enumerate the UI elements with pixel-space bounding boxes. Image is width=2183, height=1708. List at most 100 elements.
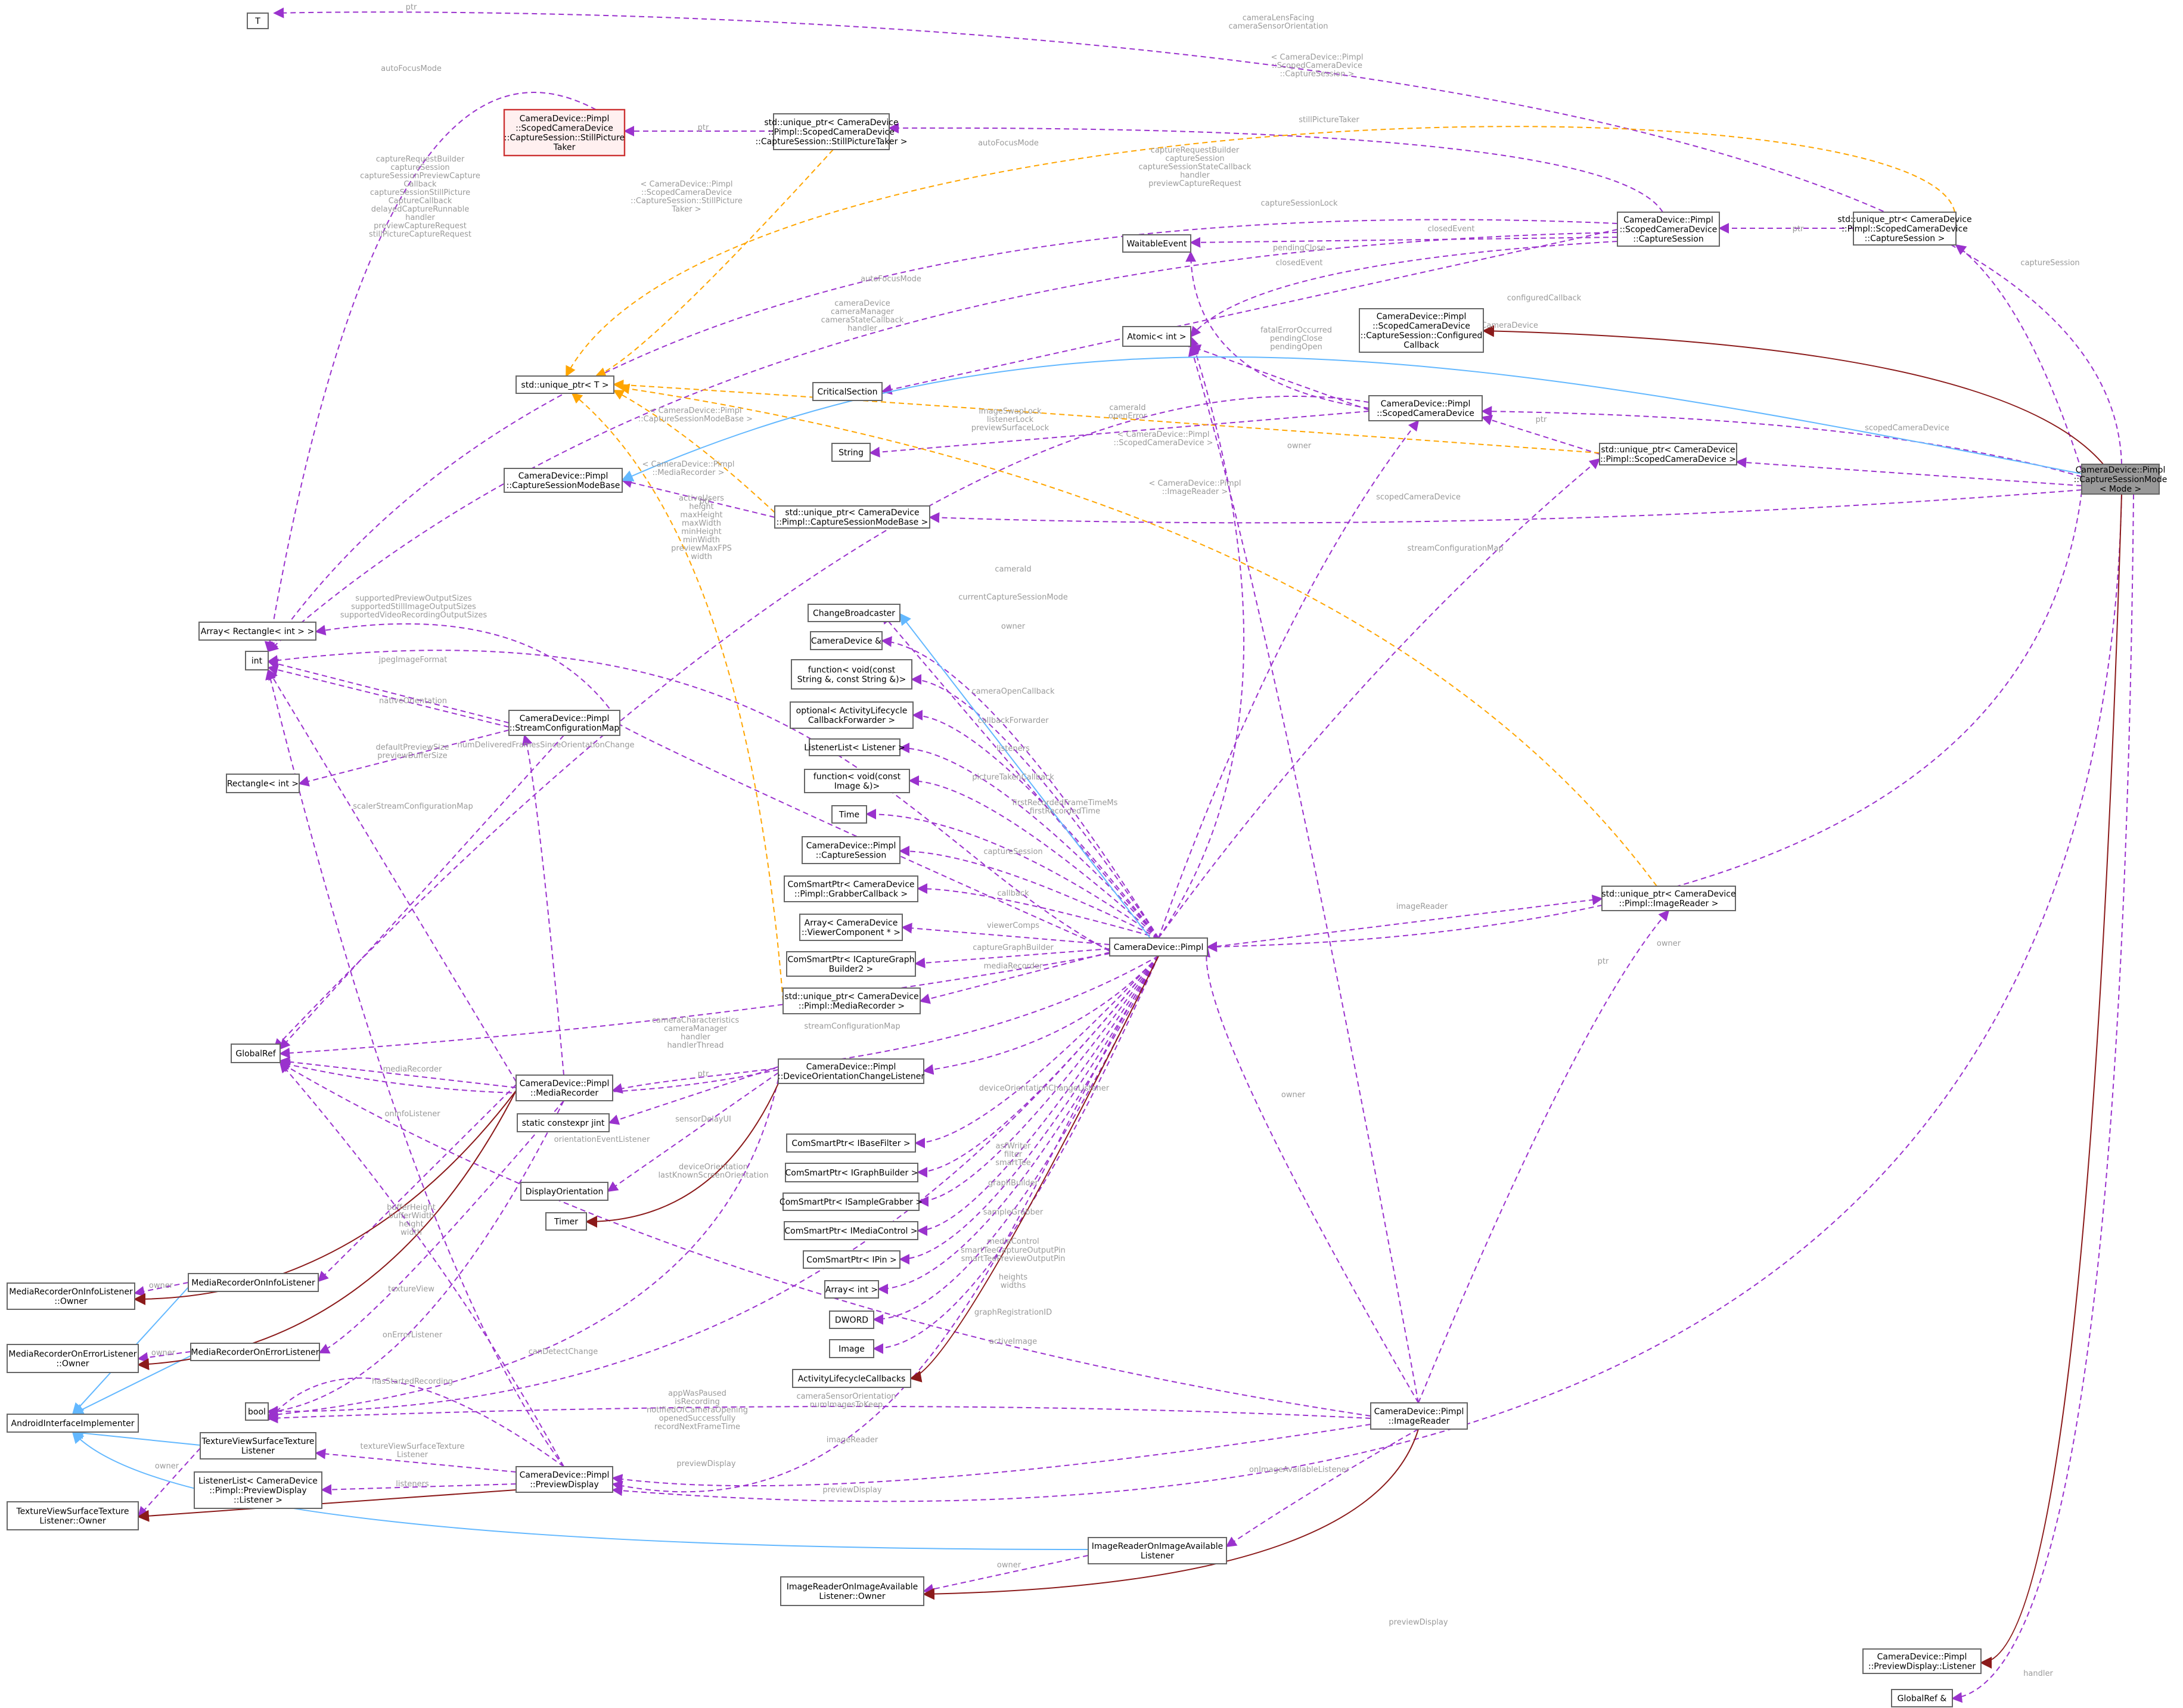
class-node[interactable]: std::unique_ptr< CameraDevice::Pimpl::Ca… [774,505,930,529]
edge-label-line: Taker > [671,205,701,214]
class-node[interactable]: ComSmartPtr< IMediaControl > [784,1221,918,1240]
class-node[interactable]: T [247,13,269,29]
class-node[interactable]: ComSmartPtr< IGraphBuilder > [785,1163,918,1182]
node-box [790,701,914,729]
class-node[interactable]: MediaRecorderOnInfoListener::Owner [7,1282,135,1310]
class-node[interactable]: Time [831,805,867,824]
node-label-line: ::Pimpl::CaptureSessionModeBase > [777,518,929,527]
edge-label-line: activeImage [989,1337,1037,1346]
class-node[interactable]: std::unique_ptr< CameraDevice::Pimpl::Me… [782,987,921,1014]
class-node[interactable]: int [245,651,269,670]
node-label-line: ComSmartPtr< IBaseFilter > [791,1139,910,1148]
edge-line [877,955,1159,1294]
node-label-line: ::Listener > [234,1496,282,1505]
class-node[interactable]: DisplayOrientation [520,1182,608,1201]
class-node[interactable]: CameraDevice::Pimpl::ScopedCameraDevice:… [1359,308,1484,353]
edge-label: listeners [996,744,1030,753]
class-node[interactable]: std::unique_ptr< CameraDevice::Pimpl::Im… [1601,886,1736,911]
edge-line [1158,458,1601,939]
node-label-line: Listener [1141,1551,1175,1561]
class-node[interactable]: CameraDevice::Pimpl::PreviewDisplay [516,1466,613,1493]
class-node[interactable]: Array< int > [824,1280,879,1299]
class-node[interactable]: Image [829,1339,874,1358]
class-node[interactable]: Array< CameraDevice::ViewerComponent * > [799,914,903,941]
node-label: DWORD [835,1316,868,1325]
class-node[interactable]: CameraDevice::Pimpl::ScopedCameraDevice:… [1617,212,1720,247]
class-node[interactable]: ComSmartPtr< CameraDevice::Pimpl::Grabbe… [784,875,918,902]
edge-label-line: activeUsers [679,494,724,503]
class-node[interactable]: MediaRecorderOnErrorListener::Owner [7,1344,139,1373]
class-node[interactable]: CameraDevice & [810,631,883,650]
edge-label-line: fatalErrorOccurred [1260,326,1332,335]
edge-label-line: stillPictureCaptureRequest [369,230,471,239]
node-box [516,1466,613,1493]
class-node[interactable]: std::unique_ptr< CameraDevice::Pimpl::Sc… [1837,212,1972,246]
class-node[interactable]: GlobalRef [231,1044,281,1063]
class-node[interactable]: String [831,443,871,462]
node-box [792,1369,911,1388]
class-node[interactable]: std::unique_ptr< CameraDevice::Pimpl::Sc… [1599,443,1737,465]
class-node[interactable]: AndroidInterfaceImplementer [7,1414,139,1433]
class-node[interactable]: MediaRecorderOnInfoListener [188,1273,319,1292]
class-node[interactable]: ActivityLifecycleCallbacks [792,1369,911,1388]
class-node[interactable]: WaitableEvent [1122,234,1191,253]
class-node[interactable]: ComSmartPtr< IPin > [803,1250,900,1269]
edge-purple-51 [1207,895,1603,948]
class-node[interactable]: CameraDevice::Pimpl::CaptureSession [802,836,900,864]
class-node[interactable]: Rectangle< int > [226,774,300,793]
edge-line [571,392,784,1002]
class-node[interactable]: MediaRecorderOnErrorListener [190,1343,320,1361]
class-node[interactable]: ListenerList< Listener > [804,738,905,756]
class-node[interactable]: CameraDevice::Pimpl::MediaRecorder [516,1075,613,1101]
edge-line [133,1282,189,1297]
class-node[interactable]: Timer [545,1212,587,1231]
class-node[interactable]: ListenerList< CameraDevice::Pimpl::Previ… [194,1471,322,1509]
edge-label-line: captureSession [2020,259,2079,268]
edge-dred-97 [1482,325,2122,495]
edge-label-line: previewBufferSize [377,751,447,760]
edge-label-line: openError [1108,412,1147,421]
class-node[interactable]: CameraDevice::Pimpl::DeviceOrientationCh… [778,1058,925,1084]
class-node[interactable]: static constexpr jint [517,1113,610,1132]
edge-label-line: closedEvent [1428,225,1475,234]
class-node[interactable]: CameraDevice::Pimpl::CaptureSessionModeB… [504,468,623,493]
class-node[interactable]: CameraDevice::Pimpl::StreamConfiguration… [508,710,620,736]
edge-label-line: appWasPaused [668,1389,726,1398]
class-node[interactable]: DWORD [829,1310,874,1329]
class-node[interactable]: CameraDevice::Pimpl::PreviewDisplay::Lis… [1862,1648,1982,1674]
edge-purple-31 [912,710,1159,939]
class-node[interactable]: ComSmartPtr< ISampleGrabber > [780,1193,923,1211]
class-node[interactable]: bool [245,1402,269,1421]
class-node[interactable]: GlobalRef & [1891,1689,1953,1707]
edge-label-line: imageReader [1396,902,1448,911]
class-node[interactable]: std::unique_ptr< CameraDevice::Pimpl::Sc… [755,113,908,150]
class-node[interactable]: CameraDevice::Pimpl::ScopedCameraDevice [1368,395,1483,421]
class-node[interactable]: Array< Rectangle< int > > [198,622,316,641]
class-node[interactable]: CameraDevice::Pimpl [1109,937,1208,957]
edge-label-line: firstRecordedTime [1030,807,1100,816]
edge-label: ptr [700,497,711,506]
edge-label-line: isRecording [675,1398,719,1406]
class-node[interactable]: ChangeBroadcaster [808,604,900,622]
edge-line [279,1061,564,1467]
class-node[interactable]: CameraDevice::Pimpl::CaptureSessionMode<… [2074,464,2168,495]
class-node[interactable]: std::unique_ptr< T > [516,375,614,394]
class-node[interactable]: CameraDevice::Pimpl::ImageReader [1370,1402,1468,1430]
class-node[interactable]: CriticalSection [812,382,883,401]
edge-label-line: widths [1001,1281,1026,1290]
class-node[interactable]: ComSmartPtr< IBaseFilter > [786,1134,916,1153]
node-label-line: < Mode > [2100,485,2142,494]
class-node[interactable]: CameraDevice::Pimpl::ScopedCameraDevice:… [503,108,626,157]
edge-purple-90 [522,734,564,1076]
edge-line [611,955,1159,1493]
class-node[interactable]: Atomic< int > [1122,326,1191,347]
